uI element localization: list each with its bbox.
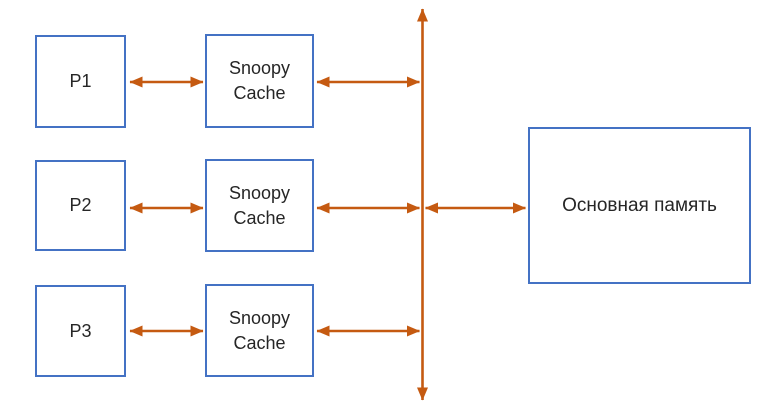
node-label: P3 [69,320,92,341]
node-label: Основная память [562,195,717,216]
node-snoopy-cache-3: Snoopy Cache [205,284,314,377]
node-label: P2 [69,195,92,215]
node-snoopy-cache-2: Snoopy Cache [205,159,314,252]
node-processor-p2: P2 [35,160,126,251]
node-label: P1 [69,71,92,91]
node-main-memory: Основная память [528,127,751,284]
node-label: Snoopy Cache [228,182,291,228]
node-processor-p1: P1 [35,35,126,128]
node-label: Snoopy Cache [228,307,291,353]
node-label: Snoopy Cache [228,58,291,103]
node-processor-p3: P3 [35,285,126,377]
node-snoopy-cache-1: Snoopy Cache [205,34,314,128]
